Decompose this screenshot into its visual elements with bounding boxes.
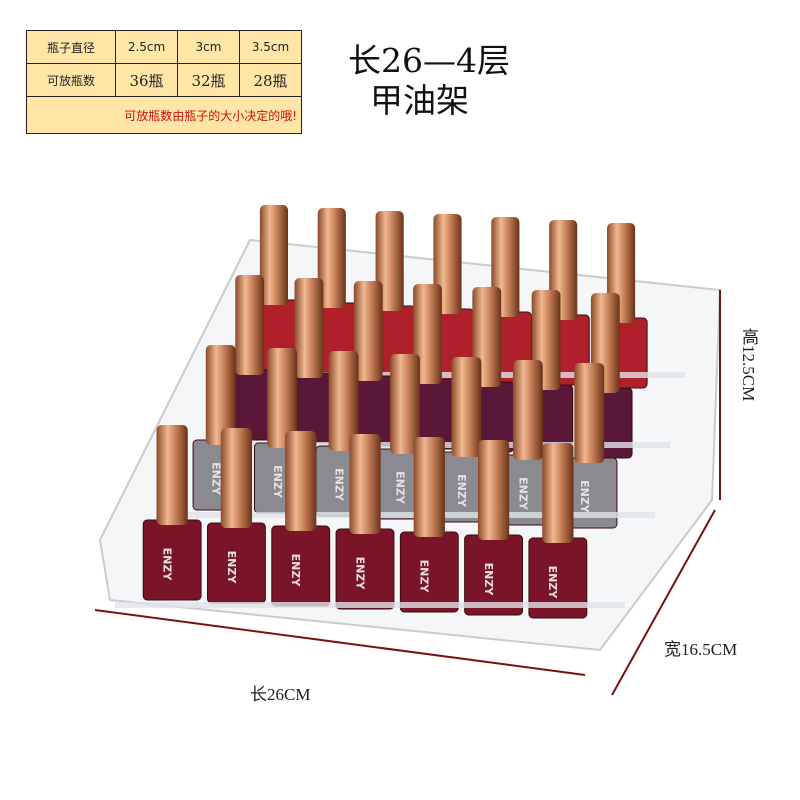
length-line — [94, 609, 586, 676]
brand-label: ENZY — [546, 566, 559, 600]
bottle-cap — [235, 275, 265, 375]
bottle-cap — [328, 351, 359, 451]
bottle-cap — [259, 205, 288, 305]
bottle-cap — [451, 357, 482, 457]
brand-label: ENZY — [578, 480, 591, 514]
title-line-1: 长26—4层 — [348, 41, 510, 80]
bottle-cap — [285, 431, 317, 531]
bottle-cap — [349, 434, 381, 534]
bottle-cap — [353, 281, 383, 381]
table-cell: 可放瓶数 — [26, 63, 116, 97]
width-line — [611, 509, 716, 696]
brand-label: ENZY — [225, 551, 238, 585]
bottle-cap — [205, 345, 236, 445]
table-cell: 36瓶 — [115, 63, 178, 97]
bottle-cap — [477, 440, 510, 540]
bottle-cap — [413, 437, 445, 537]
bottle-cap — [220, 428, 253, 528]
title-line-2: 甲油架 — [370, 81, 469, 120]
bottle-cap — [542, 443, 574, 543]
brand-label: ENZY — [353, 557, 366, 591]
note-cell: 可放瓶数由瓶子的大小决定的哦! — [26, 96, 302, 134]
length-label: 长26CM — [250, 685, 311, 704]
tier-shelf — [165, 512, 655, 518]
table-cell: 3cm — [177, 30, 240, 64]
bottle-cap — [574, 363, 605, 463]
brand-label: ENZY — [517, 477, 530, 511]
width-label: 宽16.5CM — [664, 640, 738, 659]
brand-label: ENZY — [418, 560, 431, 594]
brand-label: ENZY — [160, 548, 173, 582]
table-row: 瓶子直径 2.5cm 3cm 3.5cm — [26, 30, 302, 64]
bottle-cap — [156, 425, 188, 525]
spec-table: 瓶子直径 2.5cm 3cm 3.5cm 可放瓶数 36瓶 32瓶 28瓶 可放… — [26, 30, 302, 134]
brand-label: ENZY — [271, 465, 284, 499]
brand-label: ENZY — [289, 554, 302, 588]
table-row: 可放瓶数 36瓶 32瓶 28瓶 — [26, 63, 302, 97]
bottle-cap — [294, 278, 324, 378]
bottle-cap — [512, 360, 543, 460]
height-label: 高12.5CM — [739, 328, 758, 402]
table-cell: 瓶子直径 — [26, 30, 116, 64]
brand-label: ENZY — [455, 474, 468, 508]
bottle-cap — [390, 354, 420, 454]
bottle-cap — [413, 284, 442, 384]
table-row: 可放瓶数由瓶子的大小决定的哦! — [26, 96, 302, 134]
brand-label: ENZY — [209, 462, 222, 496]
table-cell: 2.5cm — [115, 30, 178, 64]
brand-label: ENZY — [332, 468, 345, 502]
brand-label: ENZY — [394, 471, 407, 505]
bottle-cap — [317, 208, 346, 308]
bottle-cap — [267, 348, 298, 448]
brand-label: ENZY — [482, 563, 495, 597]
table-cell: 32瓶 — [177, 63, 240, 97]
tier-shelf — [115, 602, 625, 608]
